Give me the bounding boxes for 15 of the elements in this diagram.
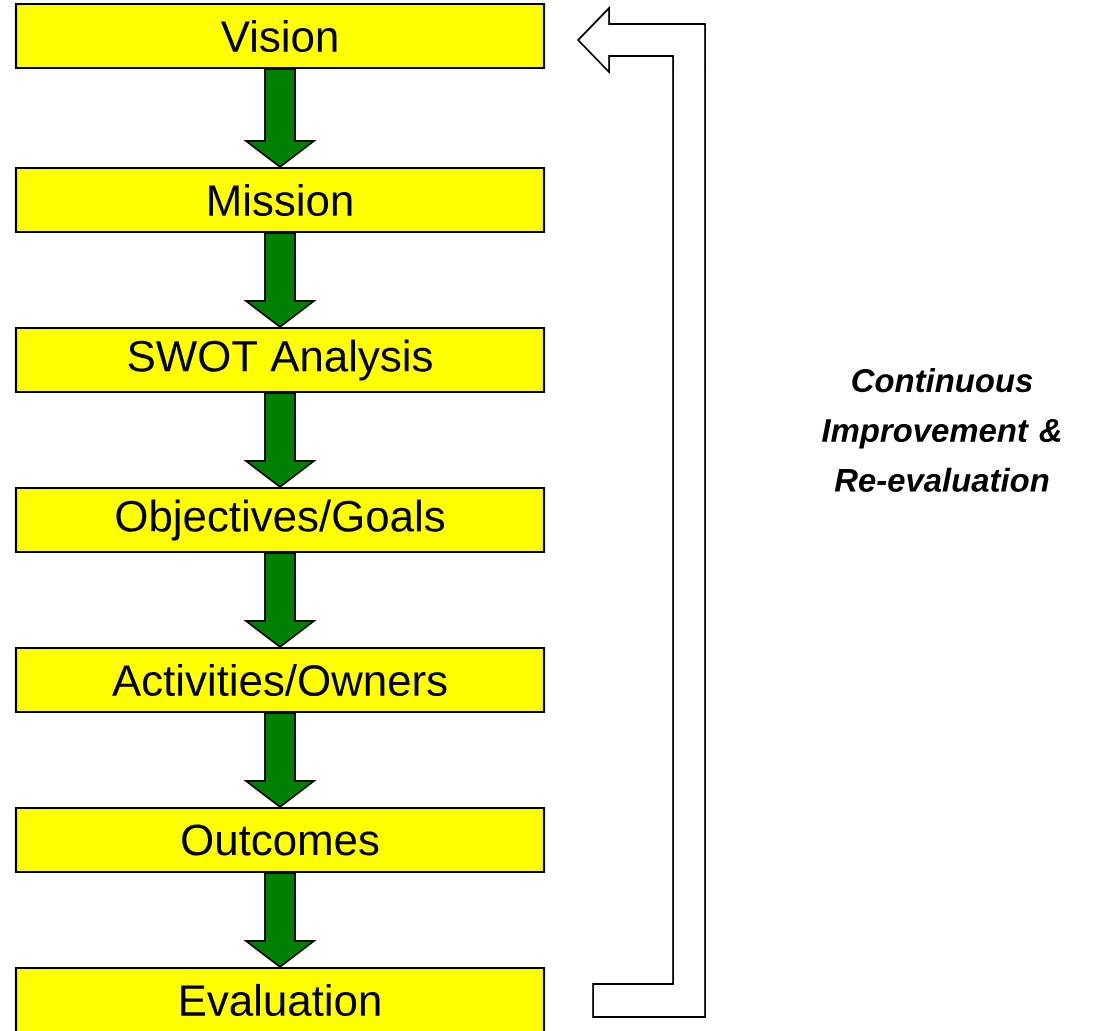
process-box: Vision xyxy=(14,2,546,70)
block-arrow xyxy=(576,5,706,1018)
note-text: Continuous Improvement & Re-evaluation xyxy=(822,368,1061,492)
block-arrow xyxy=(243,872,317,969)
block-arrow xyxy=(243,232,317,329)
process-box: Evaluation xyxy=(14,966,546,1031)
block-arrow xyxy=(243,552,317,649)
process-box: SWOT Analysis xyxy=(14,326,546,394)
block-arrow xyxy=(243,712,317,809)
block-arrow xyxy=(243,392,317,489)
process-box: Objectives/Goals xyxy=(14,486,546,554)
block-arrow xyxy=(243,68,317,169)
process-box: Mission xyxy=(14,166,546,234)
process-box: Activities/Owners xyxy=(14,646,546,714)
process-box: Outcomes xyxy=(14,806,546,874)
